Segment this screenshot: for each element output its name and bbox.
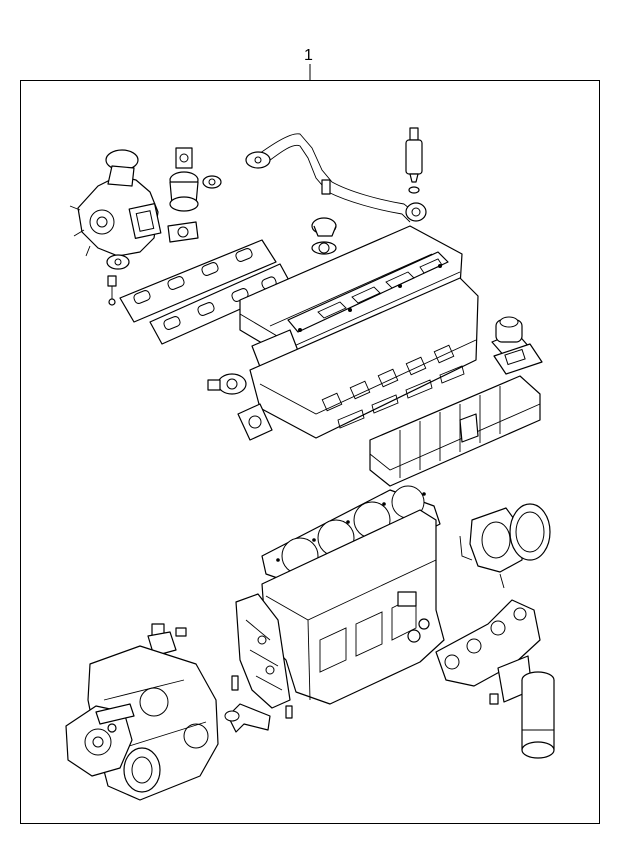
front-plate-gasket [231,593,293,719]
thermostat [311,217,337,255]
exhaust-manifold [119,239,293,345]
egr-cooler [369,316,543,487]
flywheel-housing-seal [123,747,161,793]
callout-number: 1 [304,47,313,64]
turbocharger [69,149,162,257]
rear-oil-seal-case [459,503,551,589]
kit-frame [20,80,600,824]
cylinder-block [261,509,445,705]
water-pump [65,703,135,777]
cylinder-head [207,277,479,441]
oil-filter-housing [521,671,555,759]
cylinder-head-cover [239,225,463,373]
egr-pipe [245,133,427,223]
turbo-gaskets [106,254,130,306]
egr-valve [167,147,222,243]
injector [405,127,423,194]
